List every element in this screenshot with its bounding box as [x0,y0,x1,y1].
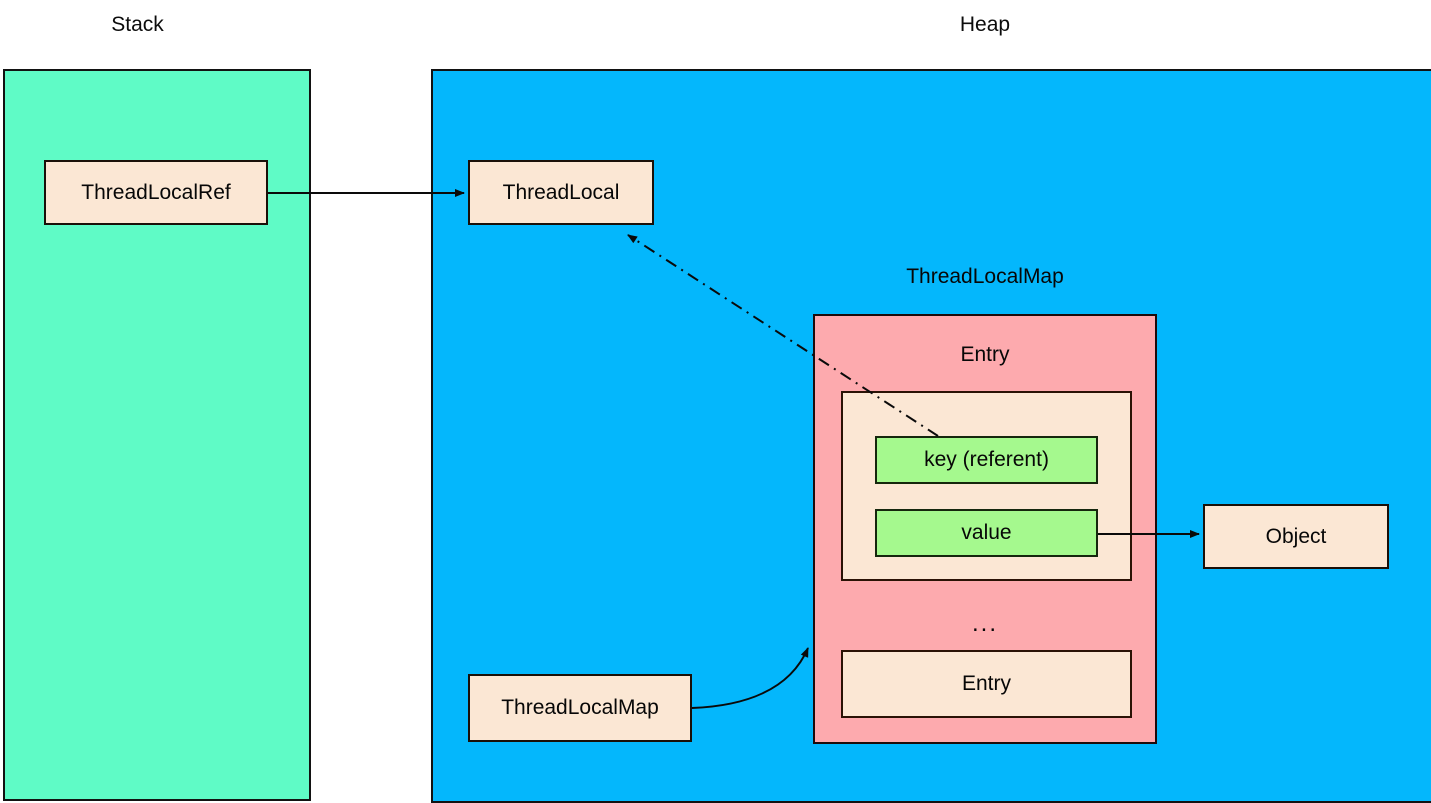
threadlocalmap-container: Entry key (referent) value ... Entry [813,314,1157,744]
entries-ellipsis: ... [971,610,998,637]
entry-title: Entry [960,343,1010,366]
node-thread-local-map[interactable]: ThreadLocalMap [468,674,692,742]
heap-region-title: Heap [959,13,1011,36]
entry-box-first[interactable]: key (referent) value [841,391,1132,581]
node-thread-local[interactable]: ThreadLocal [468,160,654,225]
entry-box-second[interactable]: Entry [841,650,1132,718]
node-thread-local-ref[interactable]: ThreadLocalRef [44,160,268,225]
stack-region-title: Stack [111,13,164,36]
entry-key-slot[interactable]: key (referent) [875,436,1098,484]
threadlocalmap-caption: ThreadLocalMap [906,265,1064,288]
entry-box-second-label: Entry [961,672,1011,695]
entry-value-slot[interactable]: value [875,509,1098,557]
node-object[interactable]: Object [1203,504,1389,569]
